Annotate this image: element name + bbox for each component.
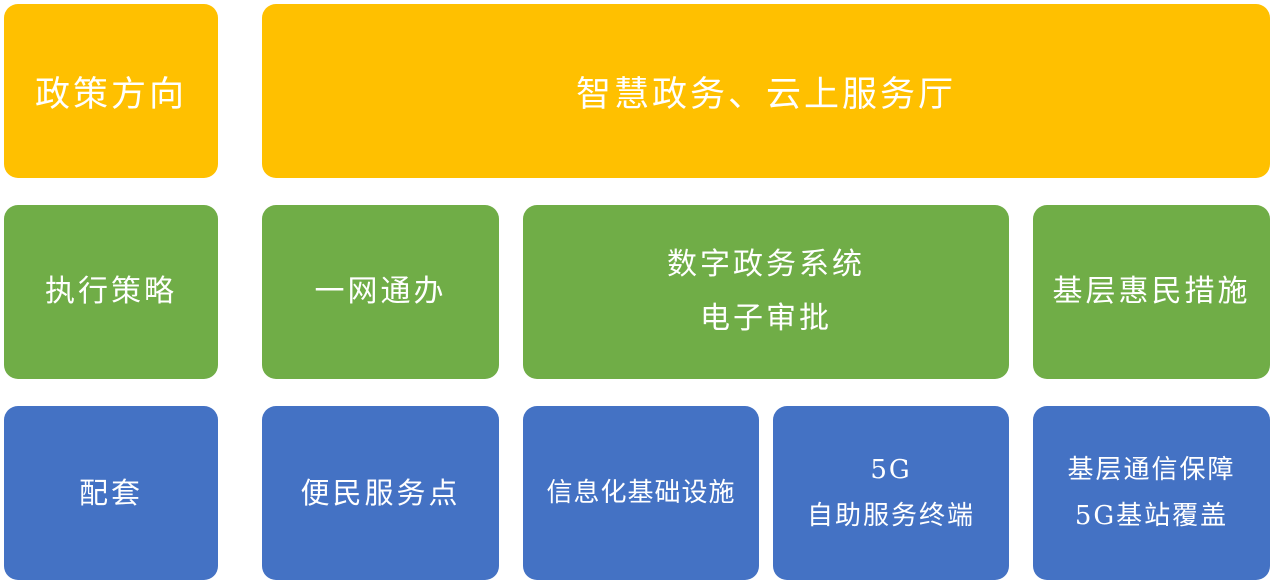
support-text: 基层通信保障 xyxy=(1067,455,1236,485)
strategy-text: 电子审批 xyxy=(700,301,832,336)
strategy-text: 一网通办 xyxy=(314,274,447,309)
strategy-text: 数字政务系统 xyxy=(667,247,865,282)
policy-box: 智慧政务、云上服务厅 xyxy=(262,4,1270,178)
policy-text: 智慧政务、云上服务厅 xyxy=(575,74,956,115)
support-text: 自助服务终端 xyxy=(806,501,975,531)
strategy-text: 基层惠民措施 xyxy=(1052,274,1251,309)
row-label-strategy: 执行策略 xyxy=(4,205,218,379)
support-box-communication: 基层通信保障 5G基站覆盖 xyxy=(1033,406,1270,580)
strategy-box-digital-gov: 数字政务系统电子审批 xyxy=(523,205,1009,379)
support-box-service-points: 便民服务点 xyxy=(262,406,499,580)
support-box-5g-terminal: 5G 自助服务终端 xyxy=(773,406,1009,580)
label-text: 执行策略 xyxy=(45,274,177,309)
support-box-infrastructure: 信息化基础设施 xyxy=(523,406,759,580)
label-text: 配套 xyxy=(78,476,143,510)
support-text: 5G xyxy=(870,455,912,485)
support-text: 信息化基础设施 xyxy=(546,478,736,508)
support-text: 5G基站覆盖 xyxy=(1074,501,1229,531)
row-label-policy: 政策方向 xyxy=(4,4,218,178)
support-text: 便民服务点 xyxy=(300,476,461,510)
row-label-support: 配套 xyxy=(4,406,218,580)
label-text: 政策方向 xyxy=(34,74,187,115)
strategy-box-grassroots: 基层惠民措施 xyxy=(1033,205,1270,379)
strategy-box-one-network: 一网通办 xyxy=(262,205,499,379)
